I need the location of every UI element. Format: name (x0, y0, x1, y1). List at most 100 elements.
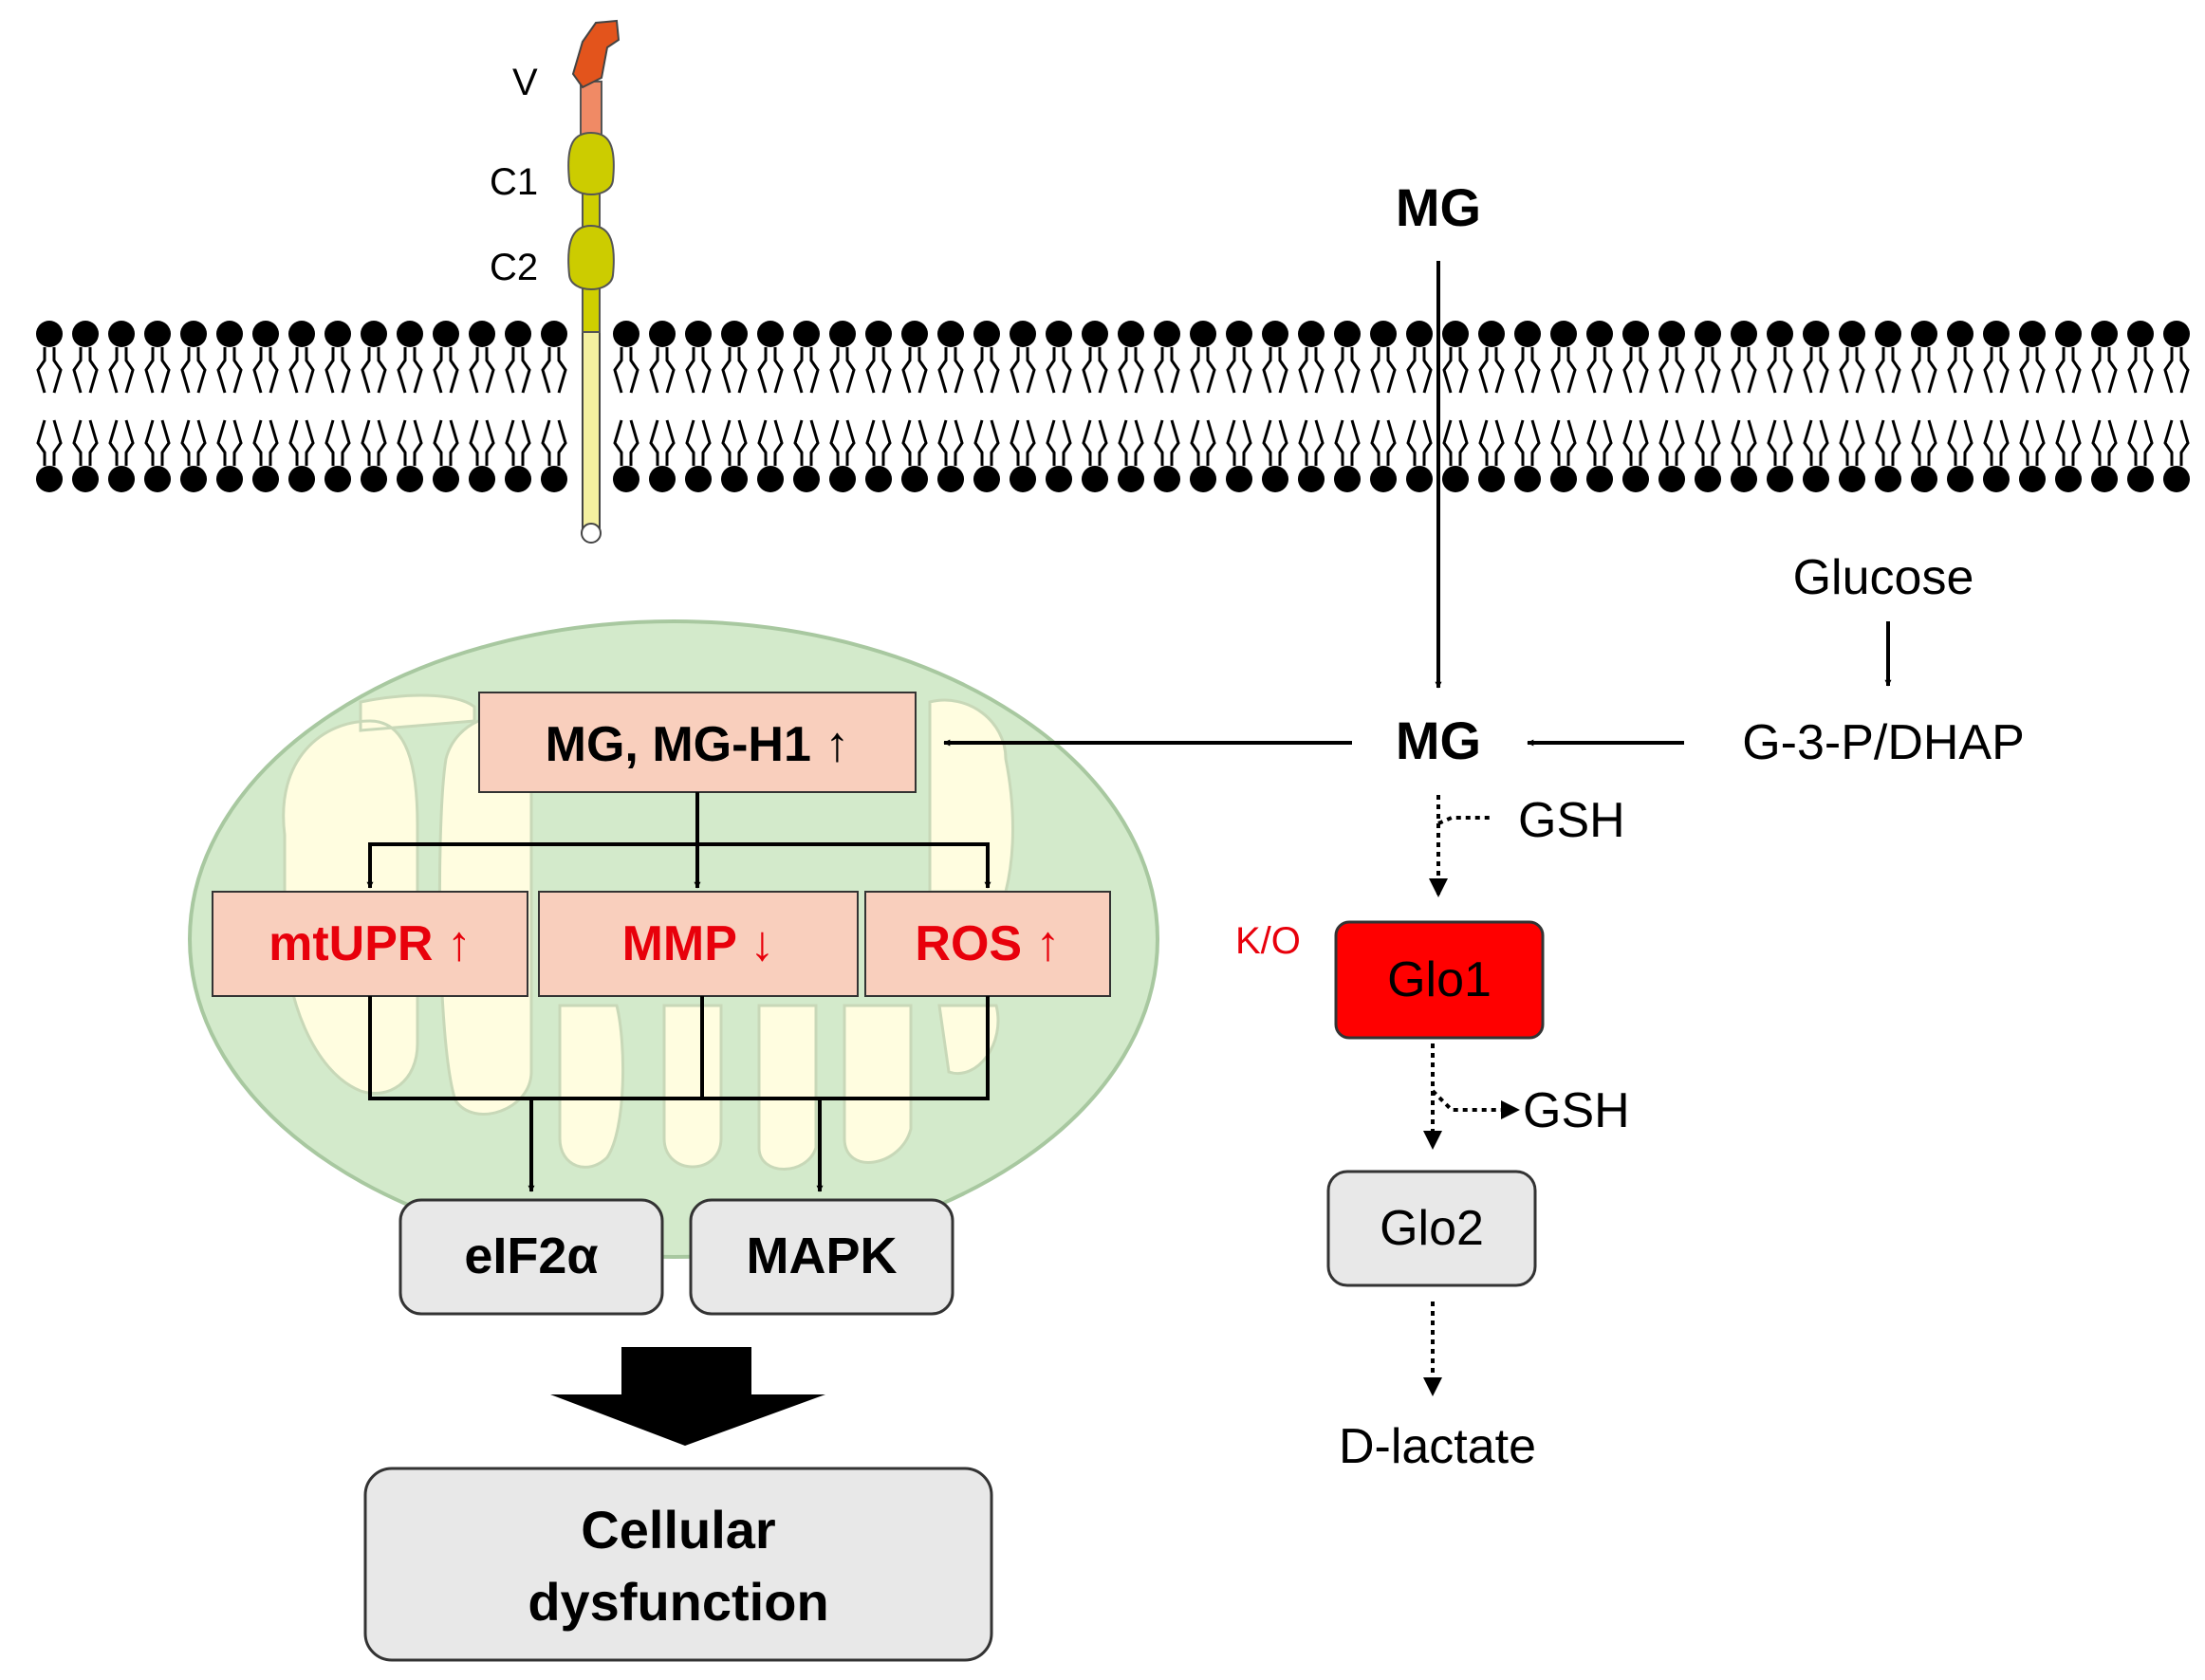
lipid-head (1262, 466, 1288, 492)
lipid-tail (793, 347, 820, 394)
lipid-head (757, 321, 784, 347)
v-domain-label: V (512, 62, 538, 103)
lipid-head (1911, 466, 1937, 492)
lipid-head (1514, 321, 1541, 347)
lipid-head (108, 466, 135, 492)
lipid-head (721, 466, 748, 492)
lipid-tail (1478, 419, 1505, 466)
lipid-head (901, 321, 928, 347)
extracellular-mg-label: MG (1396, 177, 1481, 237)
lipid-tail (613, 347, 639, 394)
lipid-tail (1262, 347, 1288, 394)
lipid-tail (937, 419, 964, 466)
lipid-tail (2055, 419, 2082, 466)
lipid-head (216, 466, 243, 492)
glo2-label: Glo2 (1380, 1201, 1484, 1256)
lipid-tail (1586, 419, 1613, 466)
lipid-tail (216, 419, 243, 466)
lipid-head (144, 321, 171, 347)
lipid-tail (1622, 419, 1649, 466)
mmp-label: MMP ↓ (622, 916, 775, 971)
lipid-tail (288, 347, 315, 394)
lipid-tail (613, 419, 639, 466)
lipid-tail (1731, 419, 1757, 466)
lipid-head (1947, 466, 1973, 492)
lipid-tail (72, 347, 99, 394)
lipid-tail (1442, 419, 1469, 466)
lipid-head (1695, 466, 1721, 492)
mtupr-box (212, 891, 528, 997)
lipid-head (1514, 466, 1541, 492)
c1-domain (567, 131, 615, 195)
lipid-tail (2019, 347, 2046, 394)
lipid-tail (2055, 347, 2082, 394)
lipid-tail (1442, 347, 1469, 394)
lipid-tail (180, 419, 207, 466)
lipid-tail (1658, 347, 1685, 394)
lipid-tail (1767, 347, 1793, 394)
lipid-tail (1154, 347, 1180, 394)
lipid-head (865, 321, 892, 347)
lipid-head (1947, 321, 1973, 347)
lipid-head (288, 466, 315, 492)
glo2-box (1326, 1170, 1537, 1287)
lipid-head (108, 321, 135, 347)
lipid-head (2091, 466, 2118, 492)
mito-pathway: MG, MG-H1 ↑ mtUPR ↑ MMP ↓ ROS ↑ (212, 692, 1111, 1192)
lipid-head (1118, 466, 1144, 492)
lipid-head (505, 466, 531, 492)
lipid-head (613, 466, 639, 492)
lipid-tail (1334, 419, 1361, 466)
v-domain (571, 19, 621, 89)
lipid-tail (649, 347, 676, 394)
lipid-head (1586, 321, 1613, 347)
lipid-head (973, 466, 1000, 492)
lipid-head (252, 321, 279, 347)
lipid-tail (1983, 419, 2010, 466)
outcome-line1: Cellular (581, 1500, 775, 1560)
glo1-box (1334, 920, 1545, 1040)
lipid-head (1226, 321, 1252, 347)
lipid-tail (469, 347, 495, 394)
lipid-tail (973, 347, 1000, 394)
lipid-head (1767, 466, 1793, 492)
gsh-in-label: GSH (1518, 793, 1625, 848)
lipid-tail (829, 419, 856, 466)
lipid-tail (433, 347, 459, 394)
lipid-tail (1478, 347, 1505, 394)
lipid-head (1262, 321, 1288, 347)
lipid-head (865, 466, 892, 492)
lipid-tail (685, 347, 712, 394)
c2-domain (567, 224, 615, 290)
mapk-box (689, 1198, 954, 1316)
lipid-tail (397, 419, 423, 466)
lipid-head (1442, 321, 1469, 347)
lipid-tail (1695, 347, 1721, 394)
lipid-tail (1514, 419, 1541, 466)
lipid-head (2055, 466, 2082, 492)
lipid-tail (1370, 347, 1397, 394)
lipid-tail (1046, 419, 1072, 466)
lipid-tail (1839, 347, 1865, 394)
lipid-tail (757, 419, 784, 466)
lipid-head (324, 466, 351, 492)
lipid-tail (829, 347, 856, 394)
lipid-tail (1406, 419, 1433, 466)
lipid-tail (1550, 347, 1577, 394)
lipid-tail (2163, 347, 2190, 394)
glucose-label: Glucose (1793, 550, 1974, 605)
lipid-head (2163, 321, 2190, 347)
lipid-tail (216, 347, 243, 394)
lipid-head (1767, 321, 1793, 347)
lipid-tail (108, 419, 135, 466)
lipid-head (144, 466, 171, 492)
mapk-label: MAPK (747, 1228, 898, 1284)
lipid-tail (1947, 347, 1973, 394)
lipid-head (216, 321, 243, 347)
lipid-head (541, 321, 567, 347)
lipid-tail (397, 347, 423, 394)
lipid-tail (252, 419, 279, 466)
outcome-line2: dysfunction (528, 1572, 828, 1632)
lipid-head (793, 466, 820, 492)
